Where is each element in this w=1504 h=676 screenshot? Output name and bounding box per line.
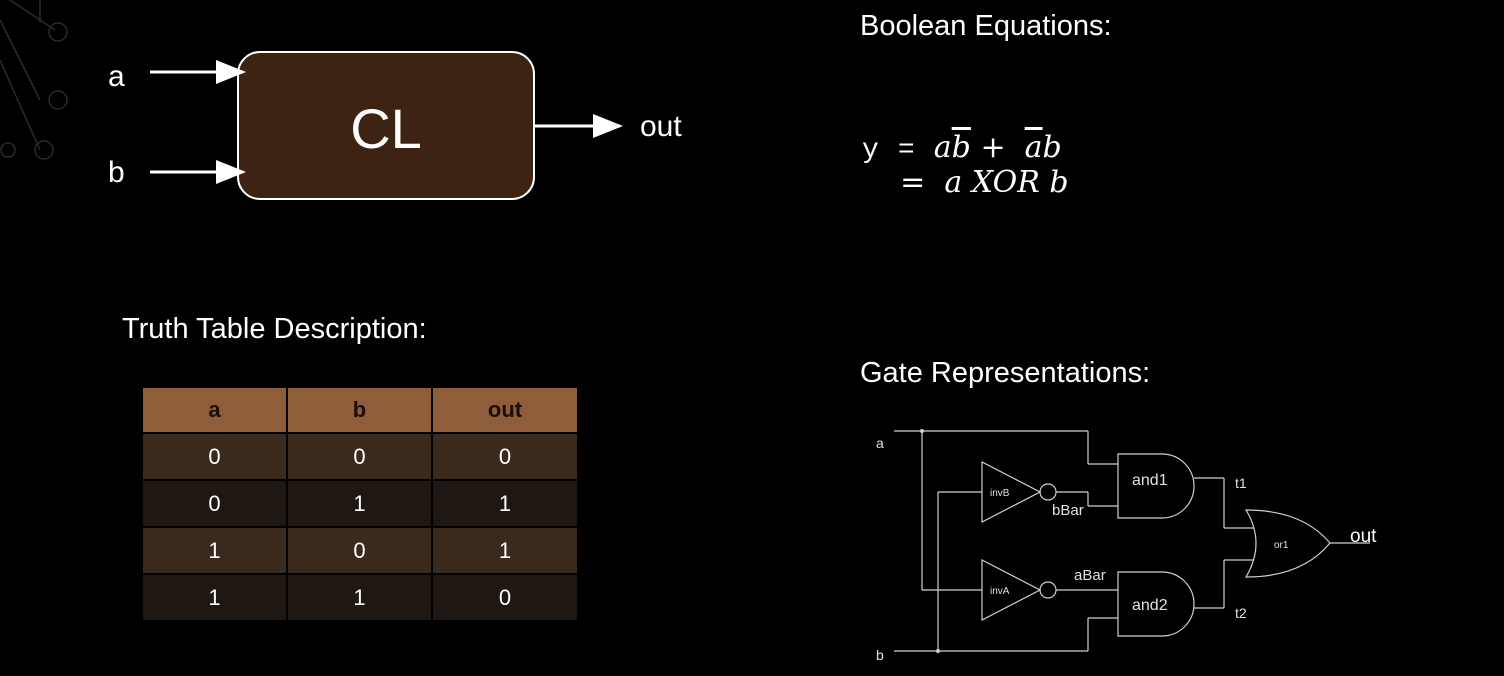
t2-label: t2 xyxy=(1235,605,1247,621)
table-cell: 0 xyxy=(433,434,577,479)
table-row: 1 0 1 xyxy=(143,528,577,573)
bBar-label: bBar xyxy=(1052,502,1084,519)
equation-plus: + xyxy=(980,130,1006,165)
input-a-label: a xyxy=(108,60,125,93)
gate-input-b-label: b xyxy=(876,647,884,663)
output-label: out xyxy=(640,110,682,143)
input-b-label: b xyxy=(108,156,125,189)
gate-representations-heading: Gate Representations: xyxy=(860,357,1151,389)
t1-label: t1 xyxy=(1235,475,1247,491)
aBar-label: aBar xyxy=(1074,567,1106,584)
table-cell: 1 xyxy=(143,528,286,573)
column-header-out: out xyxy=(433,388,577,432)
table-cell: 1 xyxy=(288,575,431,620)
truth-table-header-row: a b out xyxy=(143,388,577,432)
table-cell: 0 xyxy=(288,434,431,479)
table-cell: 0 xyxy=(288,528,431,573)
table-row: 0 0 0 xyxy=(143,434,577,479)
equation-line-2: = a XOR b xyxy=(862,165,1069,200)
equation-xor: a XOR b xyxy=(944,165,1069,200)
equation-line-1: y = ab + ab xyxy=(862,130,1062,166)
invB-label: invB xyxy=(990,488,1010,499)
table-cell: 1 xyxy=(433,528,577,573)
cl-label: CL xyxy=(350,97,422,160)
and1-label: and1 xyxy=(1132,472,1168,489)
term-bbar: b xyxy=(951,130,971,165)
term-b: b xyxy=(1042,130,1062,165)
gate-output-label: out xyxy=(1350,526,1377,547)
column-header-a: a xyxy=(143,388,286,432)
or1-label: or1 xyxy=(1274,540,1289,551)
term-a: a xyxy=(933,130,952,165)
table-cell: 0 xyxy=(143,434,286,479)
equation-lhs: y xyxy=(862,135,879,166)
table-cell: 0 xyxy=(433,575,577,620)
table-row: 1 1 0 xyxy=(143,575,577,620)
invA-label: invA xyxy=(990,586,1010,597)
column-header-b: b xyxy=(288,388,431,432)
gate-schematic: a b invB invA bBar aBar and1 and2 or1 t1… xyxy=(862,420,1402,670)
combinational-logic-block: CL a b out xyxy=(108,51,682,200)
boolean-equations-heading: Boolean Equations: xyxy=(860,10,1112,42)
equation-equals-2: = xyxy=(900,165,926,200)
truth-table: a b out 0 0 0 0 1 1 1 0 1 1 1 0 xyxy=(141,386,579,622)
term-abar: a xyxy=(1024,130,1043,165)
decorative-circuit-traces xyxy=(0,0,68,160)
and2-label: and2 xyxy=(1132,597,1168,614)
table-cell: 0 xyxy=(143,481,286,526)
table-cell: 1 xyxy=(288,481,431,526)
table-cell: 1 xyxy=(433,481,577,526)
gate-input-a-label: a xyxy=(876,435,884,451)
table-cell: 1 xyxy=(143,575,286,620)
truth-table-heading: Truth Table Description: xyxy=(122,313,427,345)
equation-equals-1: = xyxy=(897,135,915,166)
table-row: 0 1 1 xyxy=(143,481,577,526)
